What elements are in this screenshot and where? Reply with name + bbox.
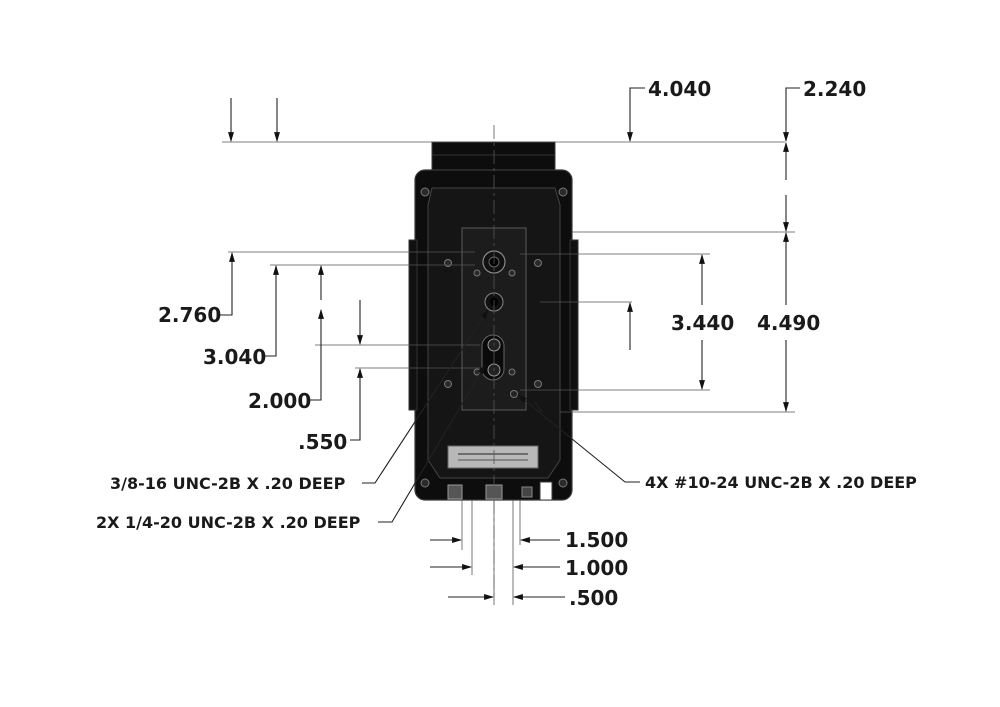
note-thread-10-24: 4X #10-24 UNC-2B X .20 DEEP <box>645 473 917 492</box>
dim-3040: 3.040 <box>203 345 266 369</box>
bottom-dimension-group <box>430 500 565 605</box>
dim-1000: 1.000 <box>565 556 628 580</box>
dim-0550: .550 <box>298 430 347 454</box>
dim-2240: 2.240 <box>803 77 866 101</box>
dim-0500: .500 <box>569 586 618 610</box>
note-thread-3-8: 3/8-16 UNC-2B X .20 DEEP <box>110 474 346 493</box>
left-dimension-group <box>220 251 480 441</box>
note-thread-1-4: 2X 1/4-20 UNC-2B X .20 DEEP <box>96 513 361 532</box>
dim-3440: 3.440 <box>671 311 734 335</box>
dim-4490: 4.490 <box>757 311 820 335</box>
thread-leaders <box>362 309 640 523</box>
top-dimension-group <box>222 87 800 143</box>
camera-body <box>408 141 579 501</box>
right-dimension-group <box>520 142 795 413</box>
dim-2000: 2.000 <box>248 389 311 413</box>
dim-2760: 2.760 <box>158 303 221 327</box>
dim-4040: 4.040 <box>648 77 711 101</box>
dim-1500: 1.500 <box>565 528 628 552</box>
